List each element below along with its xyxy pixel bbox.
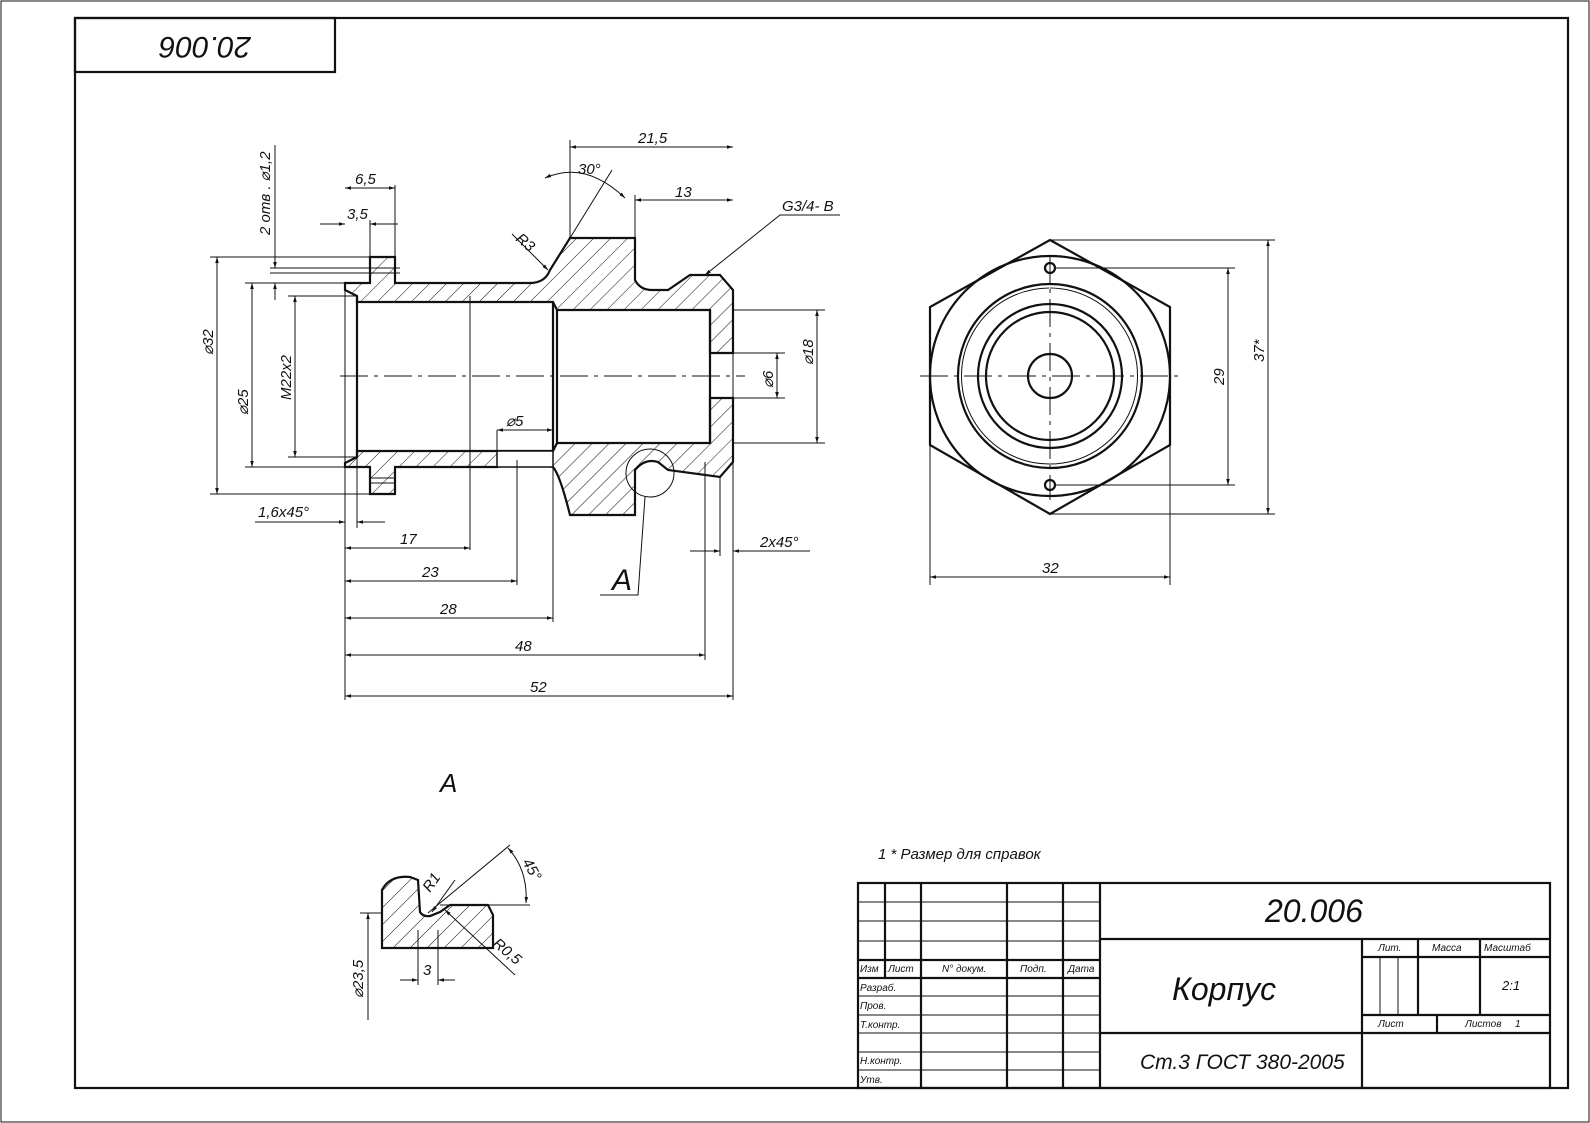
row-tech-control: Т.контр. — [860, 1020, 900, 1031]
dim-r0-5: R0,5 — [489, 935, 525, 969]
dim-32: 32 — [1042, 560, 1059, 577]
dim-chamfer-2: 2x45° — [759, 534, 799, 551]
dim-48: 48 — [515, 638, 532, 655]
header-doc-no: N° докум. — [942, 964, 986, 975]
drawing-frame — [73, 16, 1570, 1090]
detail-a-callout-circle — [625, 448, 675, 498]
sheet-label: Лист — [1377, 1019, 1404, 1030]
dim-angle-30: 30° — [578, 161, 601, 178]
detail-a-title: A — [438, 768, 457, 798]
dim-dia-6: ⌀6 — [760, 370, 777, 388]
scale-value: 2:1 — [1501, 978, 1520, 993]
dim-17: 17 — [400, 531, 417, 548]
corner-stamp-text: 20.006 — [159, 30, 252, 63]
dim-37: 37* — [1251, 338, 1268, 362]
header-sign: Подп. — [1020, 964, 1047, 975]
dim-dia-23-5: ⌀23,5 — [350, 959, 367, 998]
dim-23: 23 — [421, 564, 439, 581]
dim-chamfer-1-6: 1,6x45° — [258, 504, 309, 521]
dim-holes: 2 отв . ⌀1,2 — [257, 151, 274, 236]
detail-a: A R1 45° R0,5 3 ⌀23,5 — [350, 768, 545, 1020]
upper-wall-section — [343, 236, 735, 355]
dim-6-5: 6,5 — [355, 171, 377, 188]
sheets-count: 1 — [1515, 1019, 1521, 1030]
dim-angle-45: 45° — [519, 856, 545, 884]
material: Ст.3 ГОСТ 380-2005 — [1140, 1051, 1345, 1074]
header-izm: Изм — [860, 964, 879, 975]
dim-52: 52 — [530, 679, 547, 696]
mass-label: Масса — [1432, 943, 1462, 954]
dim-13: 13 — [675, 184, 692, 201]
header-date: Дата — [1067, 964, 1095, 975]
reference-note: 1 * Размер для справок — [878, 846, 1042, 863]
dim-dia-32: ⌀32 — [200, 329, 217, 355]
row-developer: Разраб. — [860, 982, 896, 994]
dim-dia-25: ⌀25 — [235, 389, 252, 415]
title-block: Изм Лист N° докум. Подп. Дата Разраб. Пр… — [856, 881, 1552, 1090]
dim-m22: M22x2 — [278, 354, 295, 400]
dim-dia-18: ⌀18 — [800, 339, 817, 365]
row-norm-control: Н.контр. — [860, 1056, 902, 1067]
dim-r3: R3 — [512, 230, 538, 256]
row-checked: Пров. — [860, 1001, 886, 1012]
scale-label: Масштаб — [1484, 942, 1531, 954]
sheets-label: Листов — [1464, 1019, 1501, 1030]
dim-29: 29 — [1211, 368, 1228, 386]
dim-21-5: 21,5 — [637, 130, 668, 147]
header-list: Лист — [887, 964, 914, 975]
designation: 20.006 — [1264, 893, 1363, 929]
dim-28: 28 — [439, 601, 457, 618]
dim-r1: R1 — [419, 870, 444, 895]
dim-thread-g: G3/4- B — [782, 198, 834, 215]
lit-label: Лит. — [1377, 943, 1401, 954]
row-approved: Утв. — [859, 1075, 883, 1086]
part-name: Корпус — [1172, 971, 1276, 1007]
corner-stamp: 20.006 — [73, 16, 337, 74]
callout-a-label: A — [610, 564, 632, 597]
detail-a-section — [380, 875, 495, 950]
section-view: A — [200, 130, 840, 700]
dim-3-5: 3,5 — [347, 206, 369, 223]
radial-hole-5 — [496, 450, 554, 468]
dim-3: 3 — [423, 962, 432, 979]
end-view: 29 37* 32 — [920, 238, 1275, 585]
dim-dia-5: ⌀5 — [506, 413, 524, 430]
